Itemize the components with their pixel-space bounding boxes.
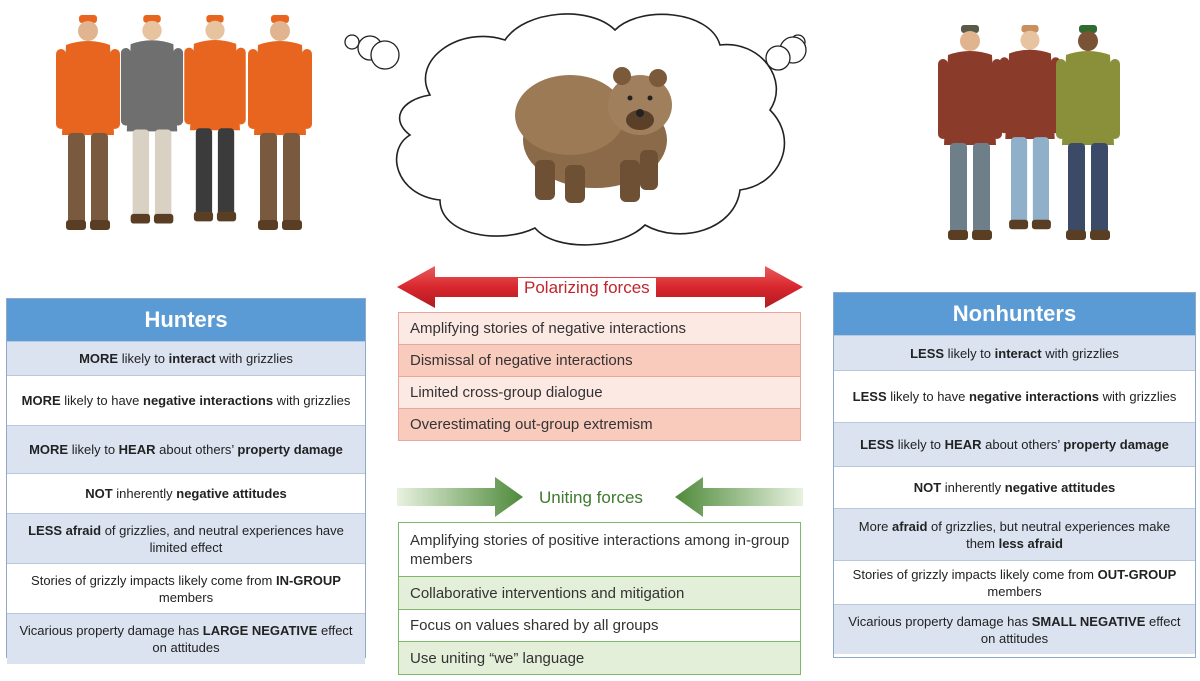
uniting-item: Collaborative interventions and mitigati… [398, 577, 801, 610]
panel-row-text: LESS likely to HEAR about others’ proper… [860, 437, 1169, 452]
panel-row: Stories of grizzly impacts likely come f… [7, 563, 365, 613]
uniting-item: Focus on values shared by all groups [398, 610, 801, 642]
polarizing-item: Limited cross-group dialogue [398, 377, 801, 409]
panel-row: MORE likely to HEAR about others’ proper… [7, 425, 365, 473]
uniting-arrows [397, 477, 803, 517]
panel-row-text: Vicarious property damage has LARGE NEGA… [19, 623, 353, 655]
hunters-group-illustration [56, 15, 312, 230]
panel-row: Vicarious property damage has SMALL NEGA… [834, 604, 1195, 654]
polarizing-item: Dismissal of negative interactions [398, 345, 801, 377]
polarizing-list: Amplifying stories of negative interacti… [398, 312, 801, 441]
nonhunters-panel: Nonhunters LESS likely to interact with … [833, 292, 1196, 658]
panel-row: LESS afraid of grizzlies, and neutral ex… [7, 513, 365, 563]
panel-row: Vicarious property damage has LARGE NEGA… [7, 613, 365, 664]
grizzly-bear-illustration [515, 67, 672, 203]
hunters-panel: Hunters MORE likely to interact with gri… [6, 298, 366, 664]
hunters-title: Hunters [7, 299, 365, 341]
uniting-item: Amplifying stories of positive interacti… [398, 522, 801, 577]
panel-row-text: LESS afraid of grizzlies, and neutral ex… [28, 522, 344, 555]
thought-cloud [344, 13, 807, 246]
panel-row-text: NOT inherently negative attitudes [913, 480, 1116, 495]
uniting-list: Amplifying stories of positive interacti… [398, 522, 801, 675]
panel-row-text: More afraid of grizzlies, but neutral ex… [858, 518, 1171, 551]
panel-row: NOT inherently negative attitudes [7, 473, 365, 513]
panel-row: MORE likely to interact with grizzlies [7, 341, 365, 375]
polarizing-item: Overestimating out-group extremism [398, 409, 801, 441]
panel-row: MORE likely to have negative interaction… [7, 375, 365, 425]
panel-row-text: MORE likely to HEAR about others’ proper… [29, 442, 343, 457]
uniting-item: Use uniting “we” language [398, 642, 801, 675]
panel-row: NOT inherently negative attitudes [834, 466, 1195, 508]
panel-row-text: MORE likely to interact with grizzlies [79, 351, 293, 366]
panel-row: More afraid of grizzlies, but neutral ex… [834, 508, 1195, 560]
panel-row-text: Stories of grizzly impacts likely come f… [852, 566, 1177, 599]
panel-row: LESS likely to interact with grizzlies [834, 335, 1195, 370]
nonhunters-group-illustration [938, 25, 1120, 240]
panel-row: Stories of grizzly impacts likely come f… [834, 560, 1195, 604]
panel-row-text: Stories of grizzly impacts likely come f… [31, 572, 341, 605]
polarizing-title: Polarizing forces [518, 278, 656, 298]
polarizing-item: Amplifying stories of negative interacti… [398, 312, 801, 345]
panel-row-text: LESS likely to interact with grizzlies [910, 345, 1119, 361]
panel-row-text: MORE likely to have negative interaction… [21, 393, 351, 408]
panel-row: LESS likely to HEAR about others’ proper… [834, 422, 1195, 466]
panel-row-text: NOT inherently negative attitudes [85, 486, 287, 501]
nonhunters-title: Nonhunters [834, 293, 1195, 335]
uniting-title: Uniting forces [533, 488, 649, 508]
panel-row-text: LESS likely to have negative interaction… [852, 389, 1177, 404]
panel-row: LESS likely to have negative interaction… [834, 370, 1195, 422]
panel-row-text: Vicarious property damage has SMALL NEGA… [848, 613, 1181, 646]
